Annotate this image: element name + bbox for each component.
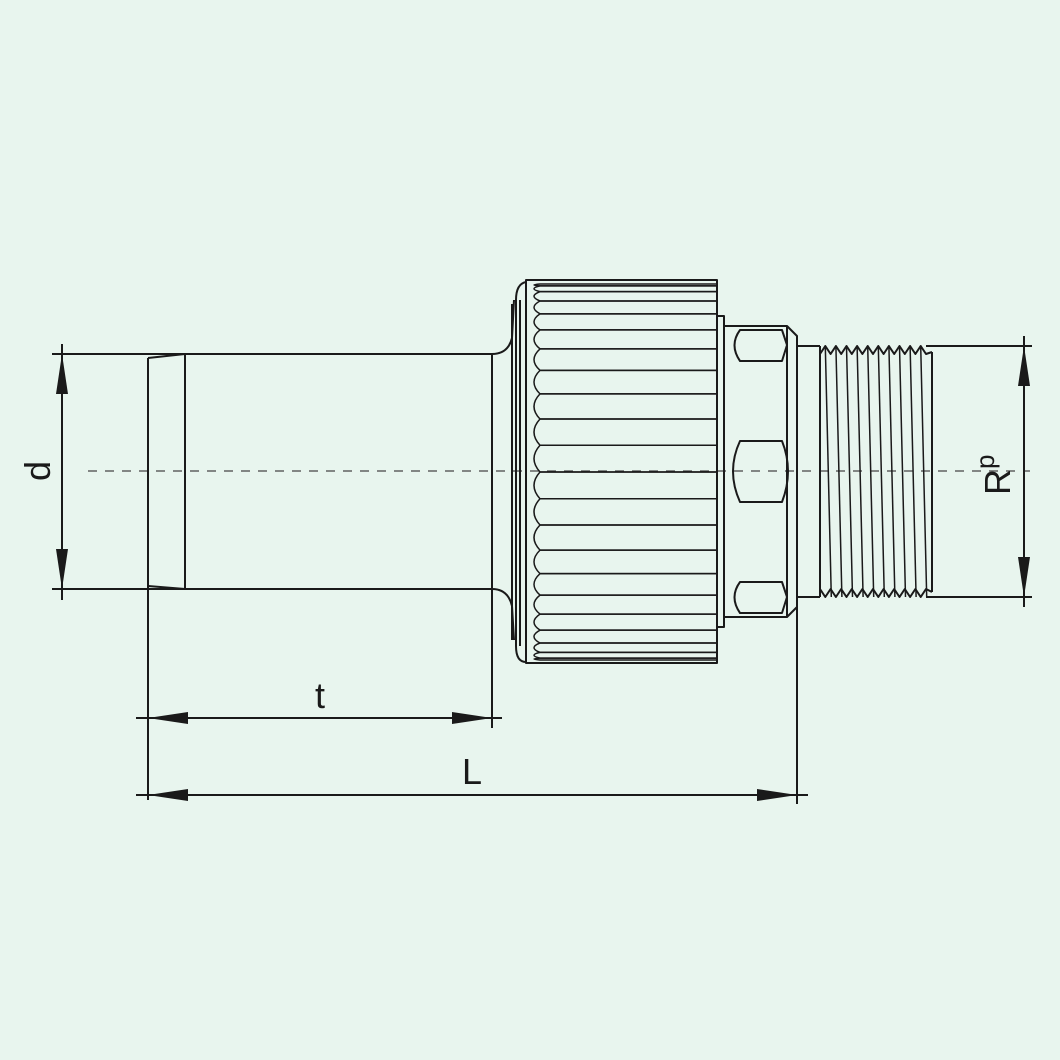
thread-crest-line [898, 345, 907, 598]
dim-t-arrow-left [148, 712, 188, 724]
knurl-rib [533, 348, 717, 372]
knurl-rib [533, 498, 717, 526]
knurl-rib [533, 657, 717, 661]
socket-body [147, 299, 515, 800]
hex-body [724, 325, 798, 618]
knurl-rib [533, 418, 717, 446]
knurl-rib [533, 642, 717, 654]
thread-crest-line [888, 345, 896, 598]
knurl-rib [533, 300, 717, 315]
dim-rp-arrow-bottom [1018, 557, 1030, 597]
dimension-L: L [136, 600, 808, 804]
dim-L-arrow-right [757, 789, 797, 801]
knurl-rib [533, 524, 717, 551]
thread-top-profile [819, 345, 933, 355]
union-nut [515, 279, 725, 664]
dim-rp-arrow-top [1018, 346, 1030, 386]
thread-crest-line [909, 345, 917, 598]
knurl-rib [533, 329, 717, 350]
knurl-rib [533, 651, 717, 659]
threaded-end [797, 345, 1032, 598]
knurl-rib [533, 629, 717, 644]
thread-crest-line [845, 345, 854, 598]
thread-bottom-profile [819, 588, 933, 598]
thread-crest-line [856, 345, 864, 598]
knurl-rib [533, 285, 717, 293]
knurl-rib [533, 549, 717, 575]
dim-t-arrow-right [452, 712, 492, 724]
knurl-rib [533, 594, 717, 615]
thread-crest-line [919, 345, 928, 598]
knurl-rib [533, 393, 717, 420]
dim-L-label: L [462, 751, 482, 792]
dim-t-label: t [315, 675, 325, 716]
knurl-rib [533, 471, 717, 500]
knurl-rib [533, 369, 717, 395]
thread-profile [819, 345, 933, 598]
knurl-rib [533, 444, 717, 473]
knurl-rib [533, 290, 717, 302]
thread-crest-line [835, 345, 843, 598]
dim-d-arrow-top [56, 354, 68, 394]
knurl-rib [533, 613, 717, 631]
thread-crest-line [824, 345, 833, 598]
thread-crest-line [877, 345, 886, 598]
knurl-rib [533, 572, 717, 596]
thread-crest-line [866, 345, 875, 598]
dim-rp-label-main: R [977, 469, 1018, 495]
nut-knurling [533, 283, 717, 661]
dimension-d: d [17, 344, 148, 600]
knurl-rib [533, 313, 717, 331]
dim-L-arrow-left [148, 789, 188, 801]
dim-d-arrow-bottom [56, 549, 68, 589]
dim-d-label: d [17, 461, 58, 481]
dim-rp-label-sub: p [970, 455, 1000, 469]
dimension-t: t [136, 675, 502, 724]
dimension-rp: R p [970, 336, 1030, 607]
